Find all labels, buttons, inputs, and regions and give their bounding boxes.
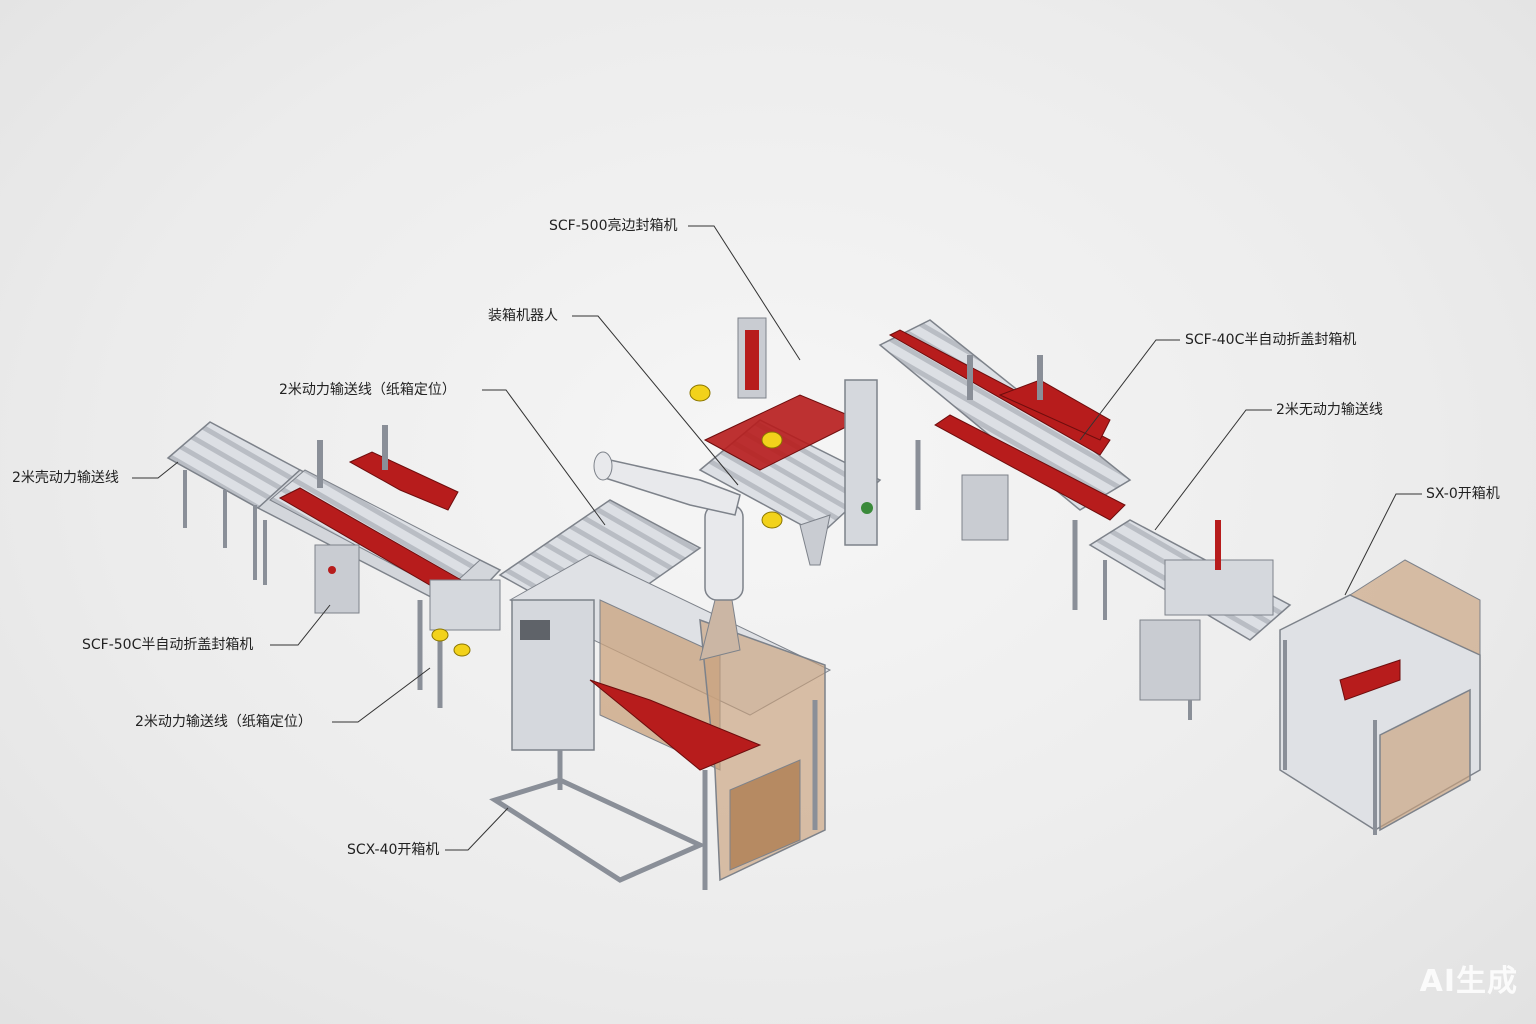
leader-scx40 xyxy=(445,807,509,851)
scf500-machine xyxy=(689,317,882,566)
watermark: AI生成 xyxy=(1419,964,1518,999)
leader-sx0 xyxy=(1344,493,1422,596)
leader-robot xyxy=(572,315,739,486)
label-conveyor-positioning-top: 2米动力输送线（纸箱定位） xyxy=(279,382,456,398)
label-scx40: SCX-40开箱机 xyxy=(347,842,440,858)
label-scf40c: SCF-40C半自动折盖封箱机 xyxy=(1185,332,1357,348)
leader-conveyor-top xyxy=(482,389,606,526)
leader-scf40c xyxy=(1079,339,1180,441)
leader-lines xyxy=(132,225,1422,851)
label-conveyor-positioning-bottom: 2米动力输送线（纸箱定位） xyxy=(135,714,312,730)
scf40c-machine xyxy=(878,319,1132,610)
label-robot: 装箱机器人 xyxy=(488,308,558,324)
leader-conveyor-bottom xyxy=(332,667,431,723)
label-unpowered-left: 2米壳动力输送线 xyxy=(12,470,119,486)
label-unpowered-right: 2米无动力输送线 xyxy=(1276,402,1383,418)
label-sx0: SX-0开箱机 xyxy=(1426,486,1500,502)
label-scf500: SCF-500亮边封箱机 xyxy=(549,218,678,234)
leader-unpowered-left xyxy=(132,461,179,479)
scx40-machine xyxy=(489,499,832,890)
leader-scf500 xyxy=(688,225,801,361)
leader-scf50c xyxy=(270,604,331,646)
label-scf50c: SCF-50C半自动折盖封箱机 xyxy=(82,637,254,653)
leader-unpowered-right xyxy=(1154,409,1272,531)
sx0-machine xyxy=(1088,519,1481,835)
left-unpowered-conveyor xyxy=(166,421,302,580)
packing-robot xyxy=(593,451,744,661)
